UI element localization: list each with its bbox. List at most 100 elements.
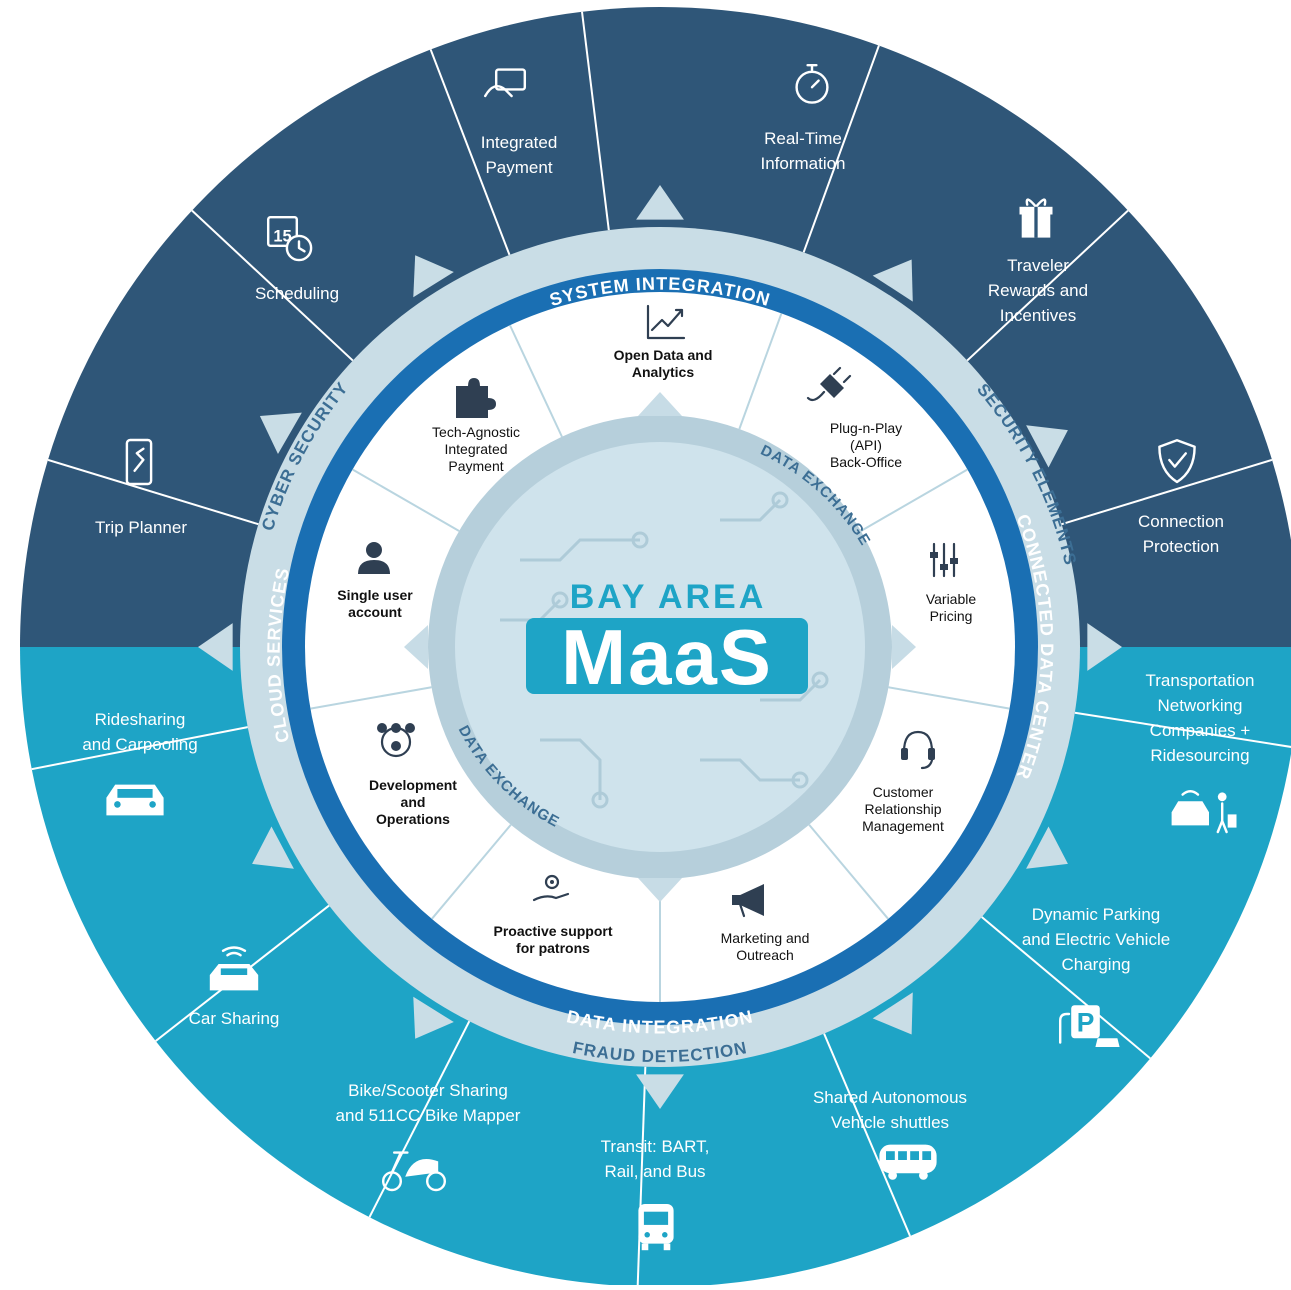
brand-box [526, 618, 808, 694]
inner-feature-label-line: Customer [873, 784, 934, 800]
puzzle-icon [456, 378, 496, 418]
inner-feature-label-line: Operations [376, 811, 450, 827]
outer-service-label-line: Payment [485, 158, 552, 177]
brand-top-text: BAY AREA [570, 578, 767, 616]
team-gear-icon [377, 723, 415, 758]
rideshare-icon [1171, 790, 1237, 834]
svg-text:15: 15 [273, 227, 291, 245]
inner-feature-label-line: Analytics [632, 364, 694, 380]
outer-service-label-line: Dynamic Parking [1032, 905, 1161, 924]
outer-service-label-line: Car Sharing [189, 1009, 280, 1028]
svg-text:P: P [1077, 1008, 1095, 1038]
inner-feature-label: Plug-n-Play(API)Back-Office [830, 420, 902, 470]
outer-service-label: Car Sharing [189, 1009, 280, 1028]
sliders-icon [930, 542, 958, 578]
ring-arrow [413, 255, 454, 298]
inner-feature-label-line: Open Data and [614, 347, 713, 363]
inner-feature-label-line: Management [862, 818, 944, 834]
shield-check-icon [1158, 438, 1196, 484]
inner-divider [509, 324, 563, 438]
ring-arrow [1087, 623, 1122, 671]
inner-feature-label-line: Proactive support [493, 923, 612, 939]
outer-divider [20, 726, 248, 782]
inner-feature-label-line: Relationship [864, 801, 941, 817]
outer-service-label-line: Transit: BART, [601, 1137, 710, 1156]
inner-divider [808, 824, 889, 920]
outer-service-item: Transit: BART,Rail, and Bus [601, 1137, 710, 1251]
brand-main-text: MaaS [561, 613, 773, 701]
outer-service-label-line: Bike/Scooter Sharing [348, 1081, 508, 1100]
outer-service-label-line: Networking [1157, 696, 1242, 715]
outer-service-label-line: Charging [1062, 955, 1131, 974]
outer-service-label-line: and Electric Vehicle [1022, 930, 1170, 949]
inner-feature-label-line: Single user [337, 587, 413, 603]
outer-service-label: Scheduling [255, 284, 339, 303]
ring-arrow [198, 623, 233, 671]
chart-trend-icon [646, 304, 686, 340]
megaphone-icon [732, 884, 764, 918]
car-icon [106, 784, 164, 816]
outer-service-label-line: Transportation [1146, 671, 1255, 690]
ring-arrow [872, 992, 913, 1035]
ev-parking-icon: P [1058, 1005, 1120, 1047]
inner-divider [310, 686, 432, 710]
outer-service-label-line: Information [760, 154, 845, 173]
phone-map-icon [125, 438, 153, 486]
ring-arrow [259, 412, 302, 455]
inner-feature-label-line: Tech-Agnostic [432, 424, 520, 440]
stopwatch-icon [795, 63, 829, 104]
hand-gear-icon [532, 874, 570, 902]
bus-icon [638, 1204, 674, 1251]
car-wifi-icon [209, 946, 259, 991]
inner-feature-label-line: Pricing [930, 608, 973, 624]
outer-service-label-line: Companies + [1150, 721, 1251, 740]
inner-feature-item: Plug-n-Play(API)Back-Office [806, 366, 902, 470]
inner-feature-label-line: account [348, 604, 402, 620]
inner-divider [431, 824, 512, 920]
outer-service-label-line: Rewards and [988, 281, 1088, 300]
ring-arrow [636, 1074, 684, 1109]
inner-divider [352, 468, 460, 532]
outer-service-label-line: Ridesharing [95, 710, 186, 729]
headset-icon [901, 730, 935, 770]
inner-feature-label-line: Development [369, 777, 457, 793]
gift-icon [1019, 198, 1053, 238]
inner-divider [888, 686, 1010, 710]
outer-service-label-line: Protection [1143, 537, 1220, 556]
inner-feature-label-line: Outreach [736, 947, 794, 963]
ring-arrow [413, 996, 454, 1039]
inner-feature-label-line: (API) [850, 437, 882, 453]
outer-service-item: Trip Planner [95, 438, 187, 537]
inner-feature-label-line: Back-Office [830, 454, 902, 470]
